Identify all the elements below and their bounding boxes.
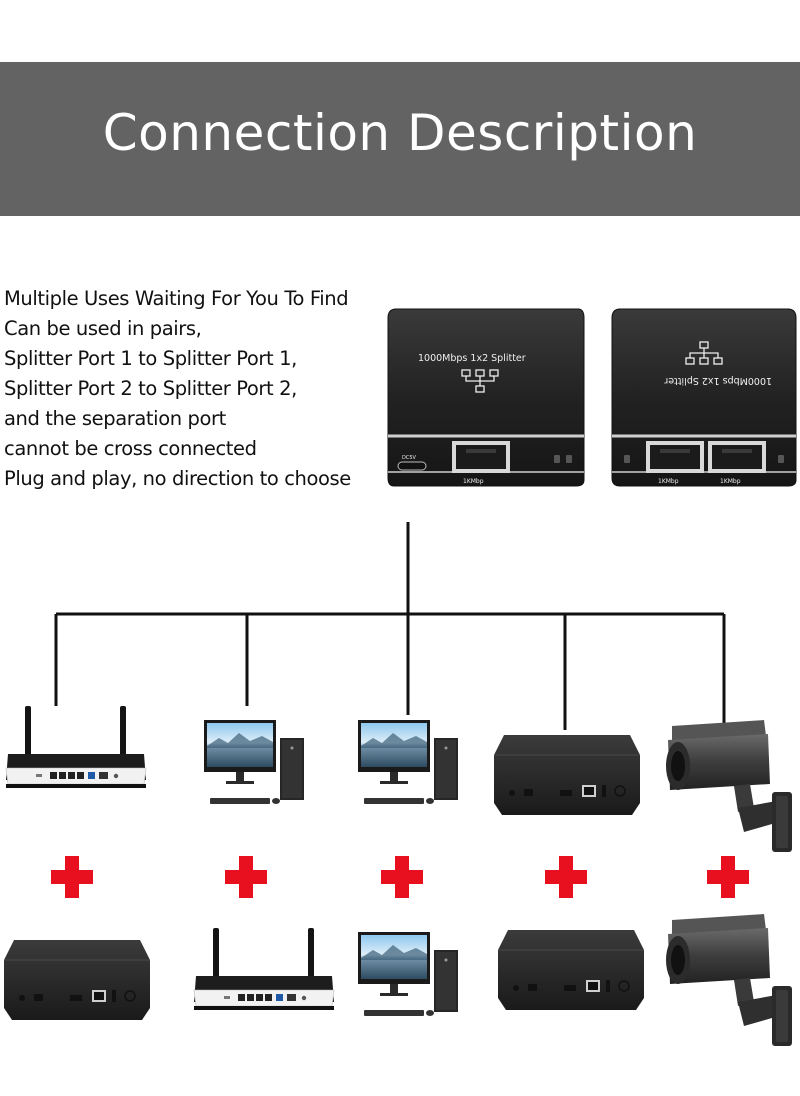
plus-icon [545, 856, 587, 898]
security-camera-icon [666, 720, 792, 852]
security-camera-icon [666, 914, 792, 1046]
page-title: Connection Description [102, 104, 698, 162]
description-line: Plug and play, no direction to choose [4, 467, 351, 490]
status-led [778, 455, 784, 463]
network-box-icon [493, 734, 641, 816]
connection-lines [54, 522, 726, 730]
device-label: 1000Mbps 1x2 Splitter [418, 353, 526, 364]
title-banner: Connection Description [0, 62, 800, 216]
router-icon [5, 705, 147, 789]
plus-icon [381, 856, 423, 898]
description-line: Multiple Uses Waiting For You To Find [4, 287, 349, 310]
status-led [554, 455, 560, 463]
network-topology-icon [461, 369, 499, 393]
description-text: Multiple Uses Waiting For You To Find Ca… [4, 284, 351, 494]
splitter-dual-port-unit: 1000Mbps 1x2 Splitter 1KMbp 1KMbp [611, 308, 797, 487]
port-label: 1KMbp [463, 478, 484, 485]
description-line: and the separation port [4, 407, 226, 430]
network-box-icon [3, 939, 151, 1021]
network-box-icon [497, 929, 645, 1011]
description-line: Can be used in pairs, [4, 317, 202, 340]
desktop-pc-icon [358, 720, 458, 804]
splitter-single-port-unit: 1000Mbps 1x2 Splitter 1KMbp DC5V [387, 308, 585, 487]
desktop-pc-icon [358, 932, 458, 1016]
router-icon [193, 927, 335, 1011]
plus-icon [225, 856, 267, 898]
port1-label: 1KMbp [658, 478, 679, 485]
status-led [566, 455, 572, 463]
power-label: DC5V [402, 455, 417, 461]
description-line: Splitter Port 2 to Splitter Port 2, [4, 377, 297, 400]
network-topology-icon [685, 341, 723, 365]
port2-label: 1KMbp [720, 478, 741, 485]
usb-c-port [397, 461, 427, 471]
plus-icon [707, 856, 749, 898]
description-line: cannot be cross connected [4, 437, 257, 460]
description-line: Splitter Port 1 to Splitter Port 1, [4, 347, 297, 370]
status-led [624, 455, 630, 463]
plus-icon [51, 856, 93, 898]
desktop-pc-icon [204, 720, 304, 804]
device-label: 1000Mbps 1x2 Splitter [664, 375, 772, 386]
